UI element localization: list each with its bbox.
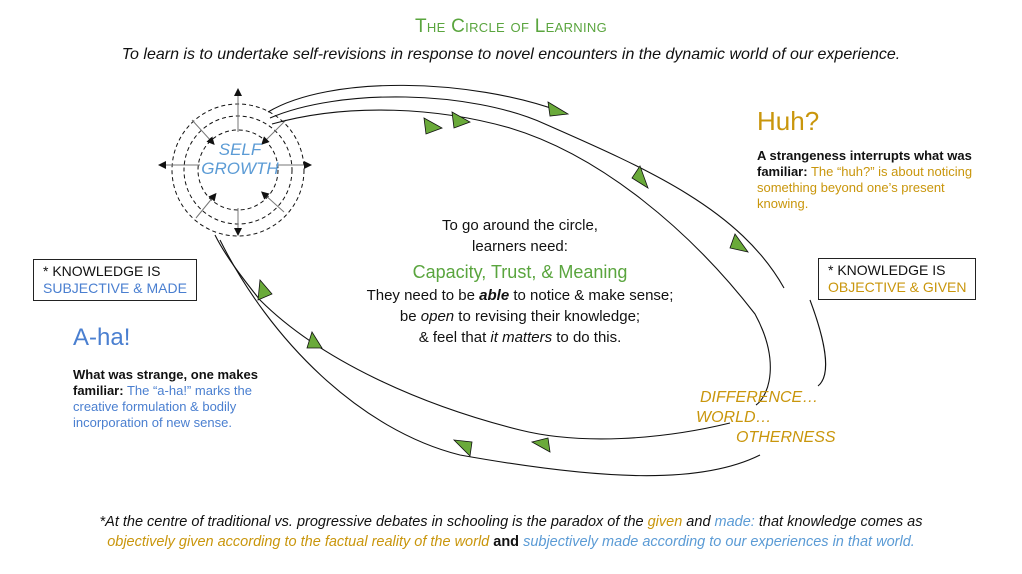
diagram-title: The Circle of Learning [415,16,607,37]
emphasis-able: able [479,287,510,304]
emphasis-open: open [420,308,455,325]
huh-rest: The “huh?” is about noticing something b… [757,164,973,211]
huh-heading: Huh? [757,106,820,136]
arrowhead-icon [257,279,273,301]
arrowhead-icon [306,331,323,349]
footer-note: *At the centre of traditional vs. progre… [0,512,1022,552]
world-line3: OTHERNESS [736,429,836,446]
world-label: DIFFERENCE… WORLD… OTHERNESS [696,388,836,448]
direction-arrowheads [257,101,749,457]
text-span: to notice & make sense; [509,287,674,304]
inner-dashed-ring [197,129,279,211]
knowledge-objective-box: * KNOWLEDGE IS OBJECTIVE & GIVEN [818,258,977,300]
text-span: to revising their knowledge; [454,308,641,325]
orbit-bottom-outer [219,239,761,477]
text-span: that knowledge comes as [754,514,923,530]
made-word: made: [714,514,755,530]
kbox-objective-line2: OBJECTIVE & GIVEN [828,279,967,295]
arrow-inward-se-icon [261,191,285,213]
arrow-inward-sw-icon [195,192,217,219]
arrowhead-icon [452,439,473,457]
center-line4: be open to revising their knowledge; [325,306,715,327]
objective-phrase: objectively given according to the factu… [107,534,490,550]
knowledge-subjective-box: * KNOWLEDGE IS SUBJECTIVE & MADE [33,259,197,301]
orbit-right-outer [809,299,827,387]
orbit-top-middle [269,96,785,289]
aha-lead: What was strange, one makes familiar: [73,367,258,398]
orbit-bottom-inner [214,234,731,440]
arrowhead-icon [423,117,443,135]
self-growth-line2: GROWTH [201,159,279,178]
diagram-subtitle: To learn is to undertake self-revisions … [121,46,901,63]
kbox-objective-line1: * KNOWLEDGE IS [828,262,946,278]
text-span: be [399,308,421,325]
center-line3: They need to be able to notice & make se… [325,285,715,306]
text-span: & feel that [418,329,491,346]
arrowhead-icon [530,437,551,453]
and-word: and [489,534,524,550]
kbox-subjective-line2: SUBJECTIVE & MADE [43,280,187,296]
aha-description: What was strange, one makes familiar: Th… [73,367,293,431]
given-word: given [647,514,683,530]
text-span: to do this. [552,329,622,346]
arrowhead-icon [451,111,471,129]
arrowhead-icon [631,165,649,189]
world-line2: WORLD… [696,409,772,426]
cycle-paths [214,84,827,477]
emphasis-it-matters: it matters [490,329,553,346]
center-line2: learners need: [472,238,568,255]
center-line1: To go around the circle, [442,217,598,234]
aha-rest: The “a-ha!” marks the creative formulati… [73,383,252,430]
aha-heading: A-ha! [73,324,131,351]
growth-arrows [158,88,312,236]
subjective-phrase: subjectively made according to our exper… [523,534,915,550]
orbit-top-inner [271,109,771,406]
center-line5: & feel that it matters to do this. [325,327,715,348]
orbit-top-outer [267,84,563,113]
self-growth-line1: SELF [218,140,262,159]
self-growth-label: SELF GROWTH [195,140,285,178]
arrow-inward-ne-icon [261,119,287,145]
arrowhead-icon [729,233,749,253]
text-span: *At the centre of traditional vs. progre… [99,514,648,530]
arrow-inward-nw-icon [191,119,215,145]
center-text: To go around the circle, learners need: … [325,215,715,348]
world-line1: DIFFERENCE… [700,389,819,406]
text-span: and [682,514,715,530]
center-needs: Capacity, Trust, & Meaning [412,262,628,282]
kbox-subjective-line1: * KNOWLEDGE IS [43,263,161,279]
text-span: They need to be [366,287,480,304]
footer-line2: objectively given according to the factu… [0,532,1022,552]
huh-description: A strangeness interrupts what was famili… [757,148,987,212]
huh-lead: A strangeness interrupts what was famili… [757,148,972,179]
footer-line1: *At the centre of traditional vs. progre… [0,512,1022,532]
arrowhead-icon [547,101,570,117]
